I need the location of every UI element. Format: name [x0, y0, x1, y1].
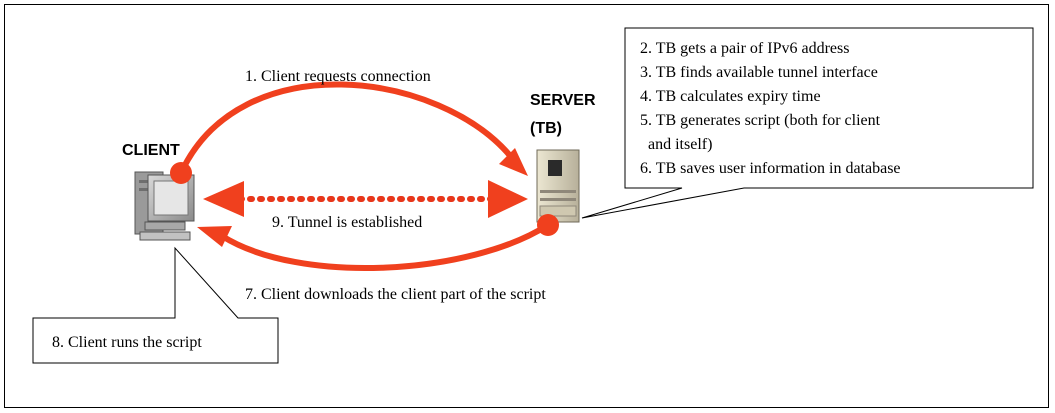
download-script-arrow	[219, 222, 551, 271]
client-computer-icon	[134, 171, 195, 241]
client-label: CLIENT	[122, 142, 180, 159]
server-steps-callout: 2. TB gets a pair of IPv6 address 3. TB …	[581, 27, 1034, 219]
request-arrowhead	[499, 148, 528, 176]
download-arrowhead	[197, 226, 232, 247]
tunnel-left-arrowhead	[203, 181, 244, 217]
tunnel-right-arrowhead	[488, 180, 528, 218]
request-connection-arrow	[178, 81, 515, 176]
client-runs-callout: 8. Client runs the script	[32, 246, 279, 364]
client-start-dot	[170, 162, 192, 184]
callout-line-3: 3. TB finds available tunnel interface	[640, 64, 878, 81]
step8-label: 8. Client runs the script	[52, 334, 202, 351]
callout-line-4: 4. TB calculates expiry time	[640, 88, 821, 105]
diagram-frame	[4, 4, 1049, 408]
callout-line-5: 5. TB generates script (both for client	[640, 112, 881, 129]
server-start-dot	[537, 214, 559, 236]
callout-line-6: 6. TB saves user information in database	[640, 160, 901, 177]
server-tb-label: (TB)	[530, 120, 562, 137]
server-label: SERVER	[530, 92, 596, 109]
step1-label: 1. Client requests connection	[245, 68, 431, 85]
server-icon	[536, 149, 580, 223]
callout-line-5b: and itself)	[640, 136, 712, 153]
step7-label: 7. Client downloads the client part of t…	[245, 286, 546, 303]
step9-label: 9. Tunnel is established	[272, 214, 422, 231]
callout-line-2: 2. TB gets a pair of IPv6 address	[640, 40, 849, 57]
